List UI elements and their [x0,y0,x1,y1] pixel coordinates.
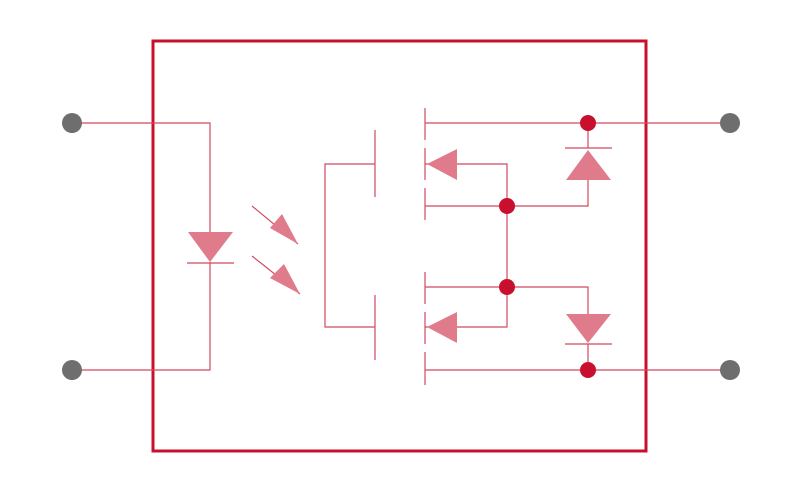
diode-icon [507,123,612,207]
output-terminal-bottom-icon [720,360,740,380]
output-wiring [588,122,730,371]
light-arrow-icon [251,205,299,245]
junction-dot [499,279,515,295]
junction-dot [580,115,596,131]
mosfet-icon [424,272,588,385]
input-circuit [72,122,211,371]
light-arrow-icon [251,255,301,295]
gate-wiring [324,130,376,360]
input-wire-bottom [72,262,211,371]
output-terminal-top-icon [720,113,740,133]
input-terminal-top-icon [62,113,82,133]
input-terminal-bottom-icon [62,360,82,380]
mosfet-arrow-icon [427,149,457,180]
input-wire-top [72,122,211,233]
led-icon [187,232,234,264]
junction-dot [499,198,515,214]
package-outline [151,39,648,453]
mosfet-arrow-icon [427,312,457,343]
junction-dot [580,362,596,378]
diode-icon [507,286,612,370]
